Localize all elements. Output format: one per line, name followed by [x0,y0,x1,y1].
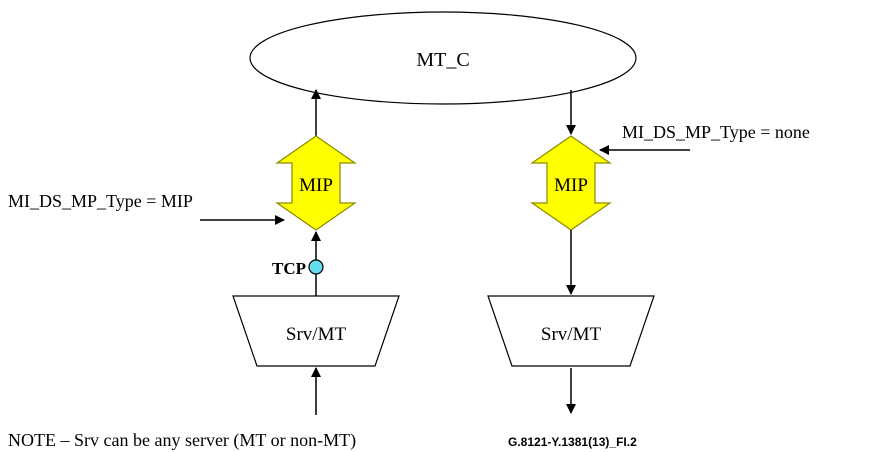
right-mi-signal-label: MI_DS_MP_Type = none [622,122,810,142]
left-mi-signal-label: MI_DS_MP_Type = MIP [8,191,193,211]
mt-c-ellipse: MT_C [249,11,637,105]
note-text: NOTE – Srv can be any server (MT or non-… [8,430,356,451]
right-mip-symbol: MIP [530,135,612,231]
right-adaptation-label: Srv/MT [541,324,602,345]
left-adaptation-label: Srv/MT [286,324,347,345]
figure-id: G.8121-Y.1381(13)_FI.2 [508,435,637,449]
left-mip-symbol: MIP [275,135,357,231]
left-mip-double-arrow [275,135,357,231]
left-adaptation-function: Srv/MT [232,295,400,367]
left-mip-label: MIP [299,175,333,196]
right-adaptation-function: Srv/MT [487,295,655,367]
tcp-label: TCP [272,259,306,278]
tcp-point [308,259,324,275]
right-mip-label: MIP [554,175,588,196]
mt-c-label: MT_C [416,49,469,71]
